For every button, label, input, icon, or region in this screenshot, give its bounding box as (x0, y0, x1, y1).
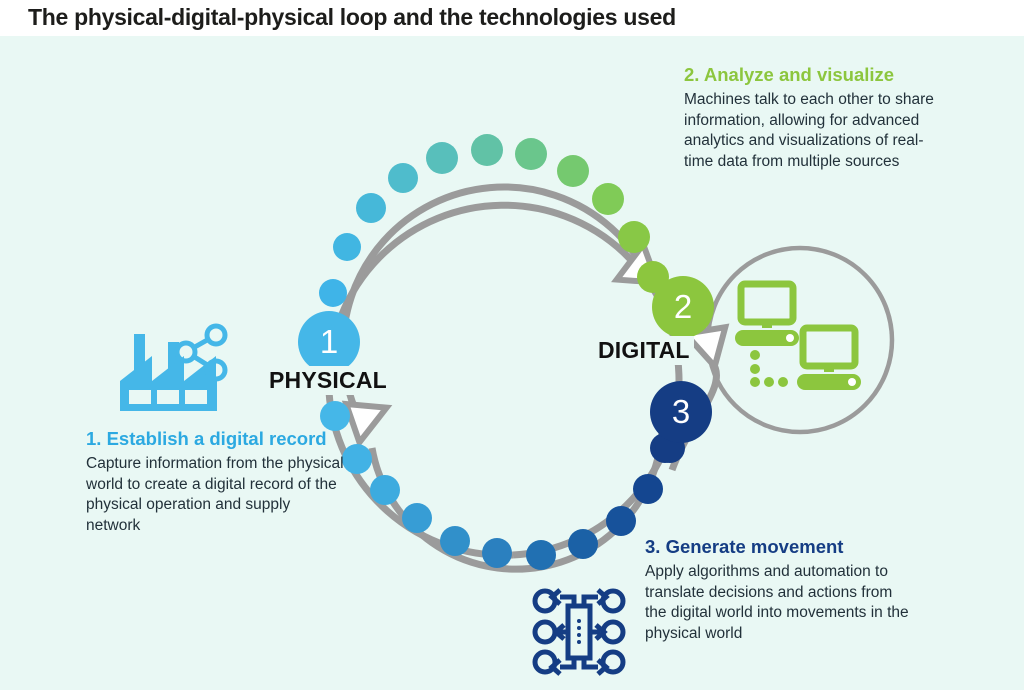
step-3-heading: 3. Generate movement (645, 536, 844, 557)
arrowhead-to-physical (341, 400, 393, 449)
stage-badge-3[interactable]: 3 (650, 381, 712, 443)
arrowhead-into-digital-circle (679, 323, 730, 373)
step-1-block: 1. Establish a digital record Capture in… (86, 428, 348, 536)
step-1-heading: 1. Establish a digital record (86, 428, 327, 449)
label-physical: PHYSICAL (265, 366, 391, 395)
page-title: The physical-digital-physical loop and t… (28, 4, 676, 30)
stage-badge-2[interactable]: 2 (652, 276, 714, 338)
step-3-body: Apply algorithms and automation to trans… (645, 563, 909, 642)
step-2-heading: 2. Analyze and visualize (684, 64, 895, 85)
title-bar (0, 0, 1024, 36)
step-2-block: 2. Analyze and visualize Machines talk t… (684, 64, 936, 172)
dot-track-top (319, 134, 669, 307)
ring-inner-arc-bottom (368, 397, 666, 573)
step-3-block: 3. Generate movement Apply algorithms an… (645, 536, 915, 644)
ring-outer-arc (325, 201, 683, 559)
factory-share-icon (120, 323, 228, 411)
stage-badge-1[interactable]: 1 (298, 311, 360, 373)
networked-computers-icon (735, 280, 861, 390)
step-1-body: Capture information from the physical wo… (86, 455, 344, 534)
step-2-body: Machines talk to each other to share inf… (684, 91, 934, 170)
automation-flow-icon (532, 588, 626, 676)
label-digital: DIGITAL (594, 336, 694, 365)
